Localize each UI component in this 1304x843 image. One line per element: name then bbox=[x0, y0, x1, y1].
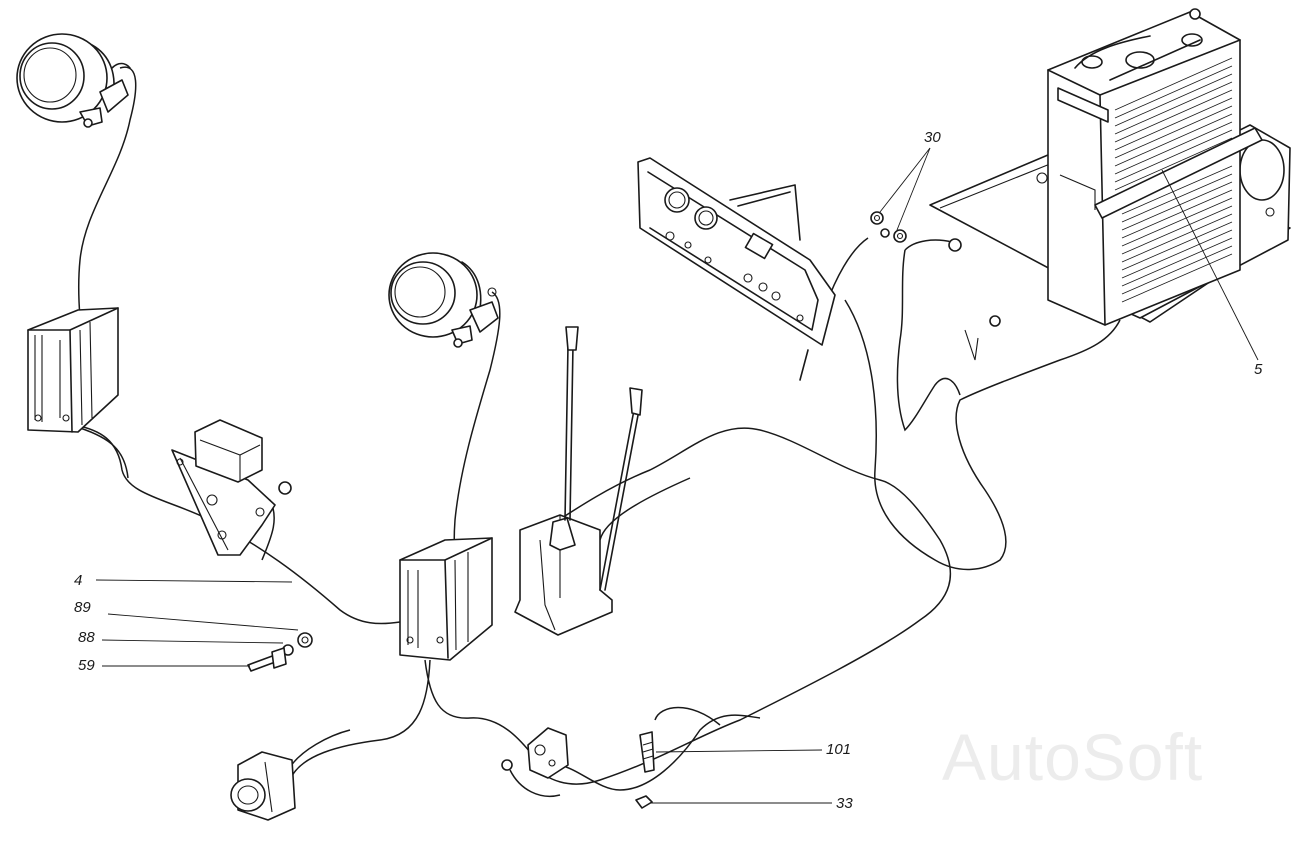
relay-box-left bbox=[27, 307, 119, 433]
callouts: 4 89 88 59 30 5 101 33 bbox=[74, 129, 1263, 812]
mounting-bracket bbox=[171, 419, 292, 556]
headlamp-left bbox=[16, 33, 131, 128]
wiring-harness bbox=[74, 66, 1121, 797]
rotary-switch bbox=[501, 727, 569, 779]
watermark-text: AutoSoft bbox=[942, 720, 1203, 794]
callout-101: 101 bbox=[826, 741, 851, 758]
headlamp-center bbox=[388, 252, 499, 348]
callout-5: 5 bbox=[1254, 361, 1263, 378]
battery-assembly bbox=[929, 8, 1291, 326]
callout-59: 59 bbox=[78, 657, 95, 674]
small-parts bbox=[247, 632, 655, 809]
callout-89: 89 bbox=[74, 599, 91, 616]
callout-88: 88 bbox=[78, 629, 95, 646]
callout-33: 33 bbox=[836, 795, 853, 812]
washers-30 bbox=[870, 211, 1001, 361]
plug-101 bbox=[639, 731, 655, 773]
control-levers bbox=[514, 326, 643, 636]
dashboard-panel bbox=[637, 157, 836, 381]
horn-signal bbox=[230, 751, 296, 821]
callout-30: 30 bbox=[924, 129, 941, 146]
washer-89 bbox=[297, 632, 313, 648]
relay-box-center bbox=[399, 537, 493, 661]
leader-lines bbox=[95, 147, 1259, 804]
nut-33 bbox=[635, 795, 653, 809]
callout-4: 4 bbox=[74, 572, 82, 589]
